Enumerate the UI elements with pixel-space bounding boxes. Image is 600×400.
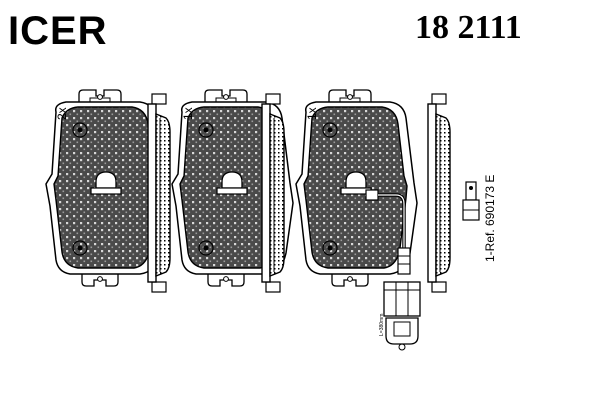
pad-side-view-3 bbox=[427, 93, 451, 293]
pad-group-3: 1x L=380mm bbox=[295, 89, 480, 351]
pad-quantity-label-1: 2x bbox=[55, 107, 69, 120]
brand-logo: ICER bbox=[8, 9, 108, 53]
pad-group-1: 2x bbox=[45, 89, 171, 293]
pad-side-view-2 bbox=[261, 93, 285, 293]
pad-quantity-label-3: 1x bbox=[305, 107, 319, 120]
sensor-reference-label: 1-Ref. 690173 E bbox=[483, 175, 497, 262]
pad-quantity-label-2: 1x bbox=[181, 107, 195, 120]
brand-logo-text: ICER bbox=[8, 9, 108, 53]
part-number: 18 2111 bbox=[415, 9, 522, 46]
pad-group-2: 1x bbox=[171, 89, 294, 293]
sensor-cable-note: L=380mm bbox=[379, 314, 385, 336]
wear-sensor bbox=[365, 181, 480, 351]
pad-side-view-1 bbox=[147, 93, 171, 293]
